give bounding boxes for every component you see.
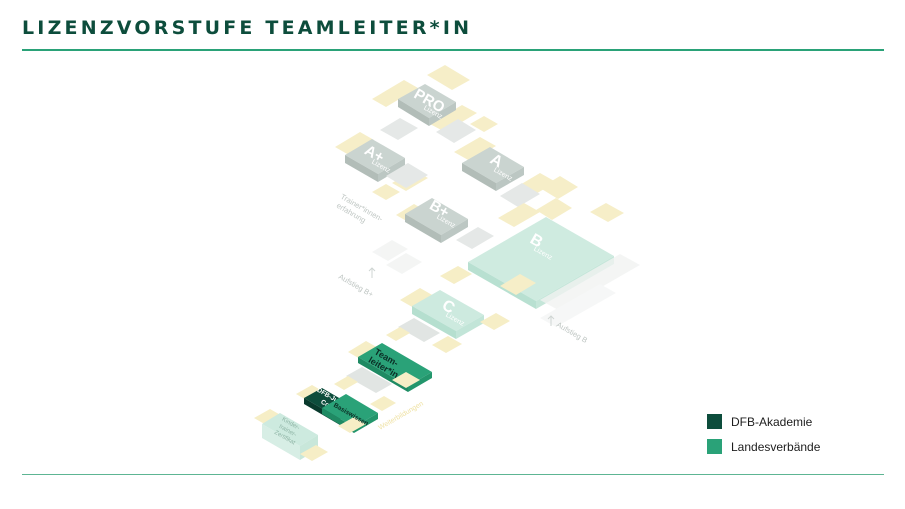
teamleiter-connectors xyxy=(334,367,396,411)
upper-cluster: PRO Lizenz A+ Lizenz A Lizenz xyxy=(335,65,640,327)
arrow-up-icon xyxy=(368,267,376,278)
header-divider xyxy=(22,49,884,51)
legend-item-landesverbaende: Landesverbände xyxy=(707,439,820,454)
aufstieg-b-label: Aufstieg B xyxy=(555,320,589,345)
a-block: A Lizenz xyxy=(454,137,556,195)
bottom-cluster: Kinder- trainer- Zertifikat DFB-Junior C… xyxy=(254,385,425,461)
mid-connectors xyxy=(372,163,578,220)
legend-swatch-green xyxy=(707,439,722,454)
arrow-up-icon-2 xyxy=(547,315,555,326)
legend-label-landesverbaende: Landesverbände xyxy=(731,439,821,454)
kinder-zertifikat-block: Kinder- trainer- Zertifikat xyxy=(254,409,328,461)
pro-connectors xyxy=(380,116,498,143)
faint-steps xyxy=(372,240,640,327)
a-plus-block: A+ Lizenz xyxy=(335,132,428,191)
teamleiter-block: Team- leiter*in xyxy=(348,341,432,392)
legend-swatch-dark xyxy=(707,414,722,429)
b-plus-block: B+ Lizenz xyxy=(396,197,494,249)
aufstieg-b-plus-label: Aufstieg B+ xyxy=(337,272,375,299)
legend-item-dfb-akademie: DFB-Akademie xyxy=(707,414,812,429)
basiswissen-block: Basiswissen xyxy=(322,394,378,433)
c-block: C Lizenz xyxy=(400,266,510,339)
footer-divider xyxy=(22,474,884,475)
legend-label-dfb-akademie: DFB-Akademie xyxy=(731,414,813,429)
page-title: LIZENZVORSTUFE TEAMLEITER*IN xyxy=(22,17,473,39)
c-connectors xyxy=(386,318,462,353)
pro-yellow-wings xyxy=(372,65,477,132)
